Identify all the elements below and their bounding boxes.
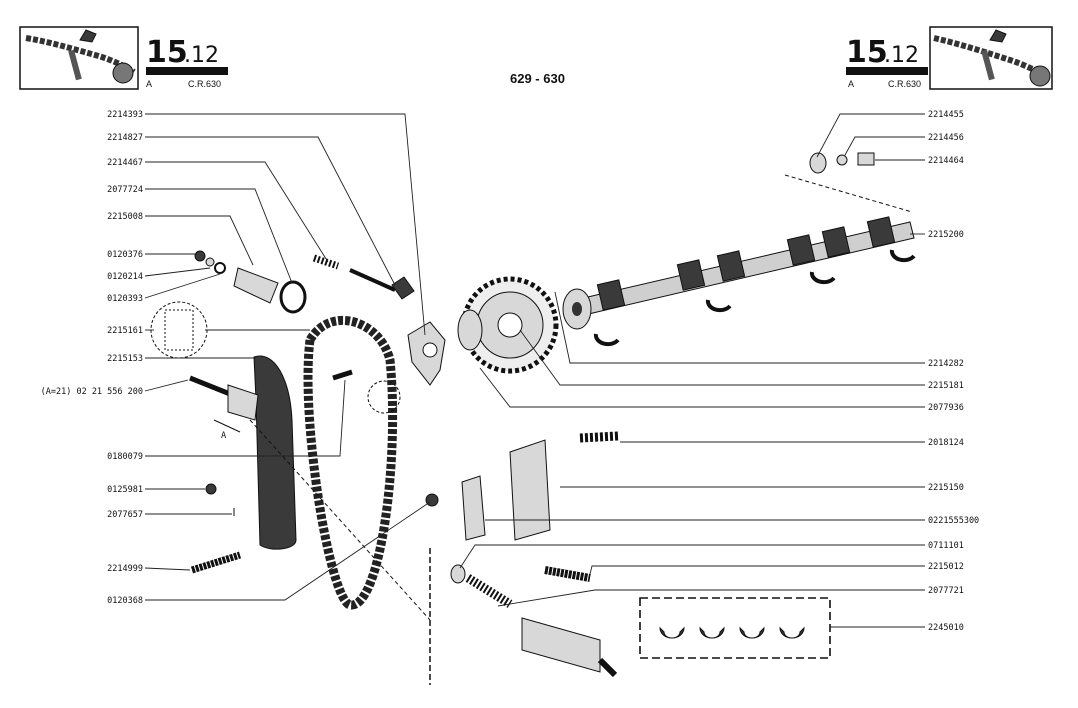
parts-drawing: A	[150, 152, 916, 685]
part-label: 2215153	[107, 354, 143, 364]
part-label: 2214467	[107, 158, 143, 168]
part-label: 0180079	[107, 452, 143, 462]
part-label: 2215181	[928, 381, 964, 391]
part-label: 2214456	[928, 133, 964, 143]
leader-lines	[144, 113, 925, 628]
page-number-left: 15	[146, 35, 188, 70]
part-label: 2215012	[928, 562, 964, 572]
part-label: 2245010	[928, 623, 964, 633]
part-label: 2077721	[928, 586, 964, 596]
part-label: 2214393	[107, 110, 143, 120]
part-label: 2214999	[107, 564, 143, 574]
header-right: 15 .12 A C.R.630	[846, 26, 1053, 90]
part-label: 2077657	[107, 510, 143, 520]
header-code-right: C.R.630	[888, 79, 921, 89]
part-label: 2215200	[928, 230, 964, 240]
part-label: 2018124	[928, 438, 964, 448]
part-label: 2215161	[107, 326, 143, 336]
part-label: 2214455	[928, 110, 964, 120]
thumbnail-right-illustration	[933, 29, 1051, 87]
part-label: 2214282	[928, 359, 964, 369]
part-label: 2077936	[928, 403, 964, 413]
header-bar-left	[146, 67, 228, 75]
header-tag-left: A	[146, 79, 152, 89]
camshaft	[562, 216, 915, 330]
camshaft-sprocket	[457, 276, 559, 374]
page-number-right: 15	[846, 35, 888, 70]
labels-right: 2214455 2214456 2214464 2215200 2214282 …	[928, 110, 979, 633]
header-code-left: C.R.630	[188, 79, 221, 89]
part-label: 0125981	[107, 485, 143, 495]
header-tag-right: A	[848, 79, 854, 89]
part-label: 2077724	[107, 185, 143, 195]
part-label: 0120393	[107, 294, 143, 304]
part-label: 0120214	[107, 272, 143, 282]
page-number-left-suffix: .12	[184, 43, 219, 68]
bearing-shell-set-box	[639, 597, 831, 659]
part-label: 2214827	[107, 133, 143, 143]
part-label: (A=21) 02 21 556 200	[41, 387, 143, 397]
part-label: 0120376	[107, 250, 143, 260]
labels-left: 2214393 2214827 2214467 2077724 2215008 …	[41, 110, 143, 606]
page-number-right-suffix: .12	[884, 43, 919, 68]
header-bar-right	[846, 67, 928, 75]
part-label: 2215008	[107, 212, 143, 222]
part-label: 0120368	[107, 596, 143, 606]
page-title: 629 - 630	[510, 71, 565, 86]
part-label: 2214464	[928, 156, 964, 166]
part-label: 2215150	[928, 483, 964, 493]
thumbnail-left-illustration	[25, 29, 136, 84]
part-label: 0221555300	[928, 516, 979, 526]
header-left: 15 .12 A C.R.630	[19, 26, 228, 90]
dimension-marker-a: A	[221, 431, 226, 441]
part-label: 0711101	[928, 541, 964, 551]
